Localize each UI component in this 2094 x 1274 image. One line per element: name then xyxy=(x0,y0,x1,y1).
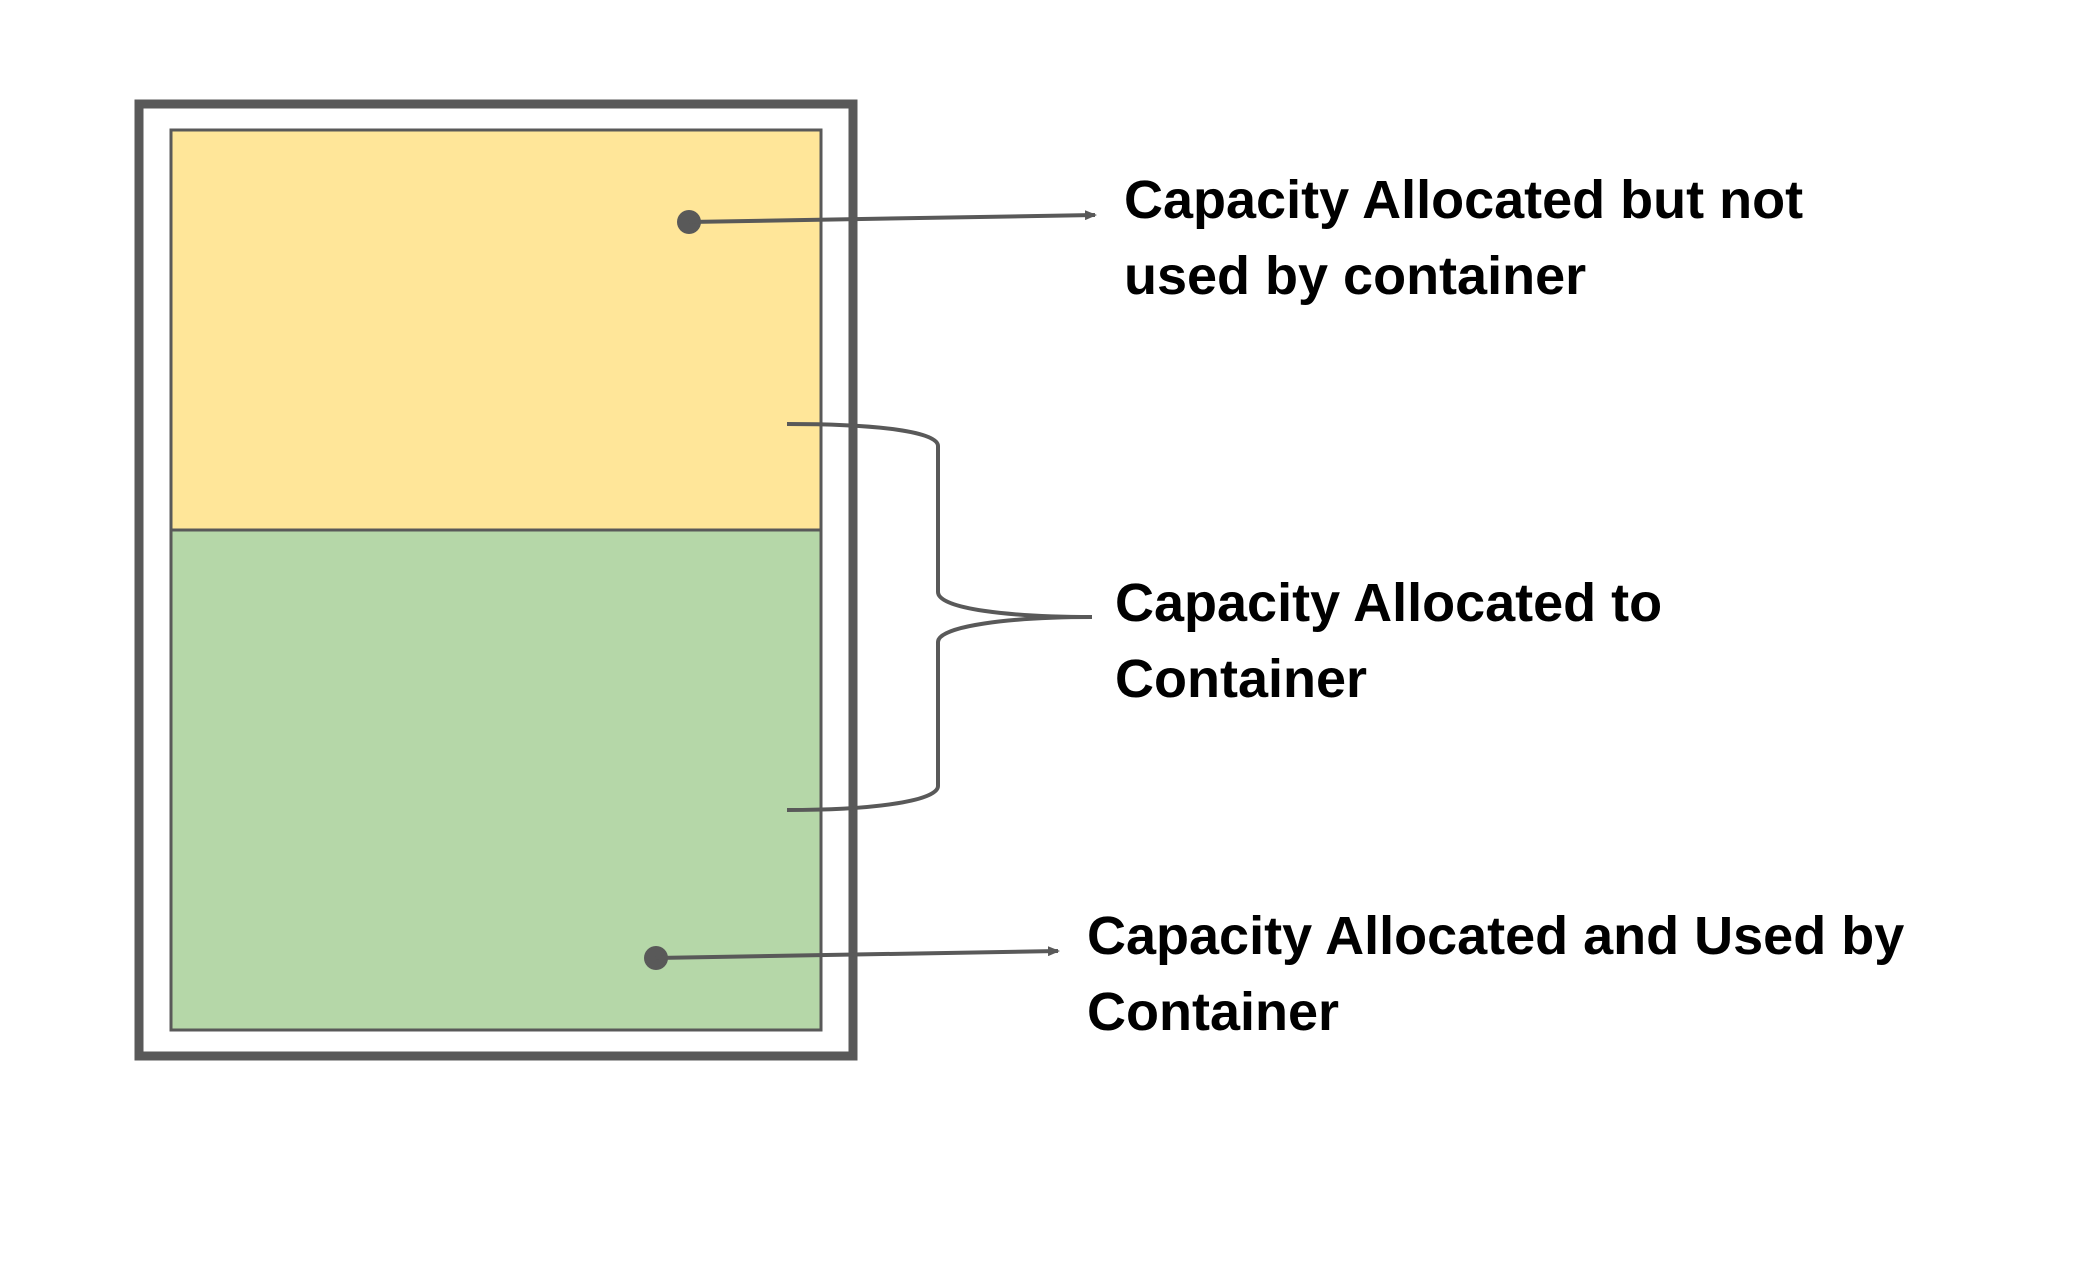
used-capacity-label-line1: Capacity Allocated and Used by xyxy=(1087,906,1905,966)
used-capacity-label-line2: Container xyxy=(1087,982,1340,1042)
unused-capacity-label: Capacity Allocated but not used by conta… xyxy=(1124,162,1803,314)
unused-capacity-block xyxy=(169,128,823,532)
allocated-capacity-label-line2: Container xyxy=(1115,649,1368,709)
allocated-capacity-label-line1: Capacity Allocated to xyxy=(1115,573,1663,633)
used-connector-arrow xyxy=(655,946,1060,960)
used-capacity-label: Capacity Allocated and Used by Container xyxy=(1087,898,1904,1050)
allocated-capacity-brace xyxy=(786,422,1093,812)
unused-connector-arrow xyxy=(688,210,1097,224)
allocated-capacity-label: Capacity Allocated to Container xyxy=(1115,565,1662,717)
unused-capacity-label-line1: Capacity Allocated but not xyxy=(1124,170,1804,230)
unused-capacity-label-line2: used by container xyxy=(1124,246,1587,306)
used-capacity-block xyxy=(169,528,823,1032)
